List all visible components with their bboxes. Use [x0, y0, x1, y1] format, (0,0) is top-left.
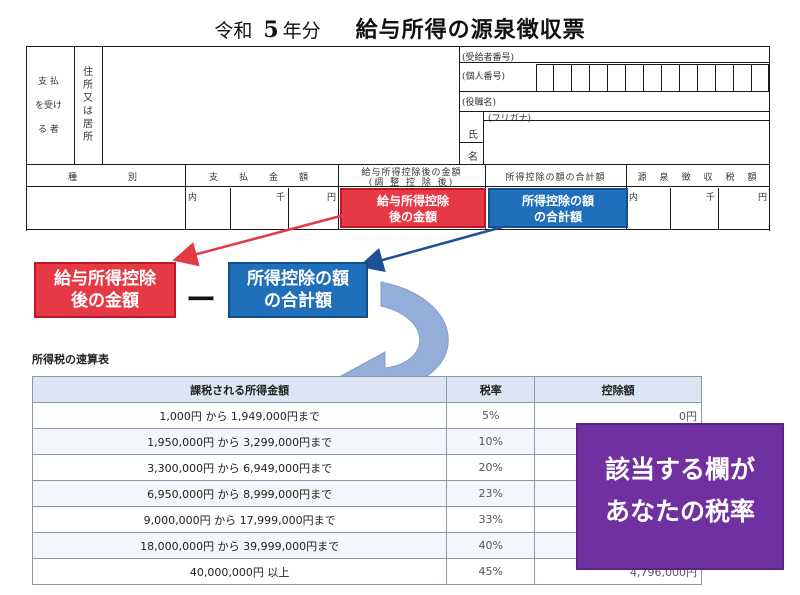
callout-total-deduction-big: 所得控除の額 の合計額: [228, 262, 368, 318]
rate-cell: 45%: [446, 558, 536, 585]
header-tax-rate: 税率: [446, 376, 536, 403]
callout-total-deduction-small: 所得控除の額 の合計額: [488, 188, 628, 228]
callout-text-line: 後の金額: [388, 210, 437, 224]
income-cell: 9,000,000円 から 17,999,000円まで: [31, 506, 448, 533]
payer-label-3: る 者: [38, 125, 59, 135]
title-era: 令和: [214, 20, 253, 42]
title-year-suffix: 年分: [282, 20, 321, 42]
rate-cell: 33%: [446, 506, 536, 533]
header-withholding: 源 泉 徴 収 税 額: [637, 173, 759, 183]
callout-after-deduction-small: 給与所得控除 後の金額: [340, 188, 486, 228]
header-after-deduction: 給与所得控除後の金額: [361, 168, 462, 178]
rate-cell: 40%: [446, 532, 536, 559]
callout-text-line: あなたの税率: [604, 497, 755, 526]
unit-thousand: 千: [276, 193, 286, 203]
income-cell: 3,300,000円 から 6,949,000円まで: [31, 454, 448, 481]
unit-thousand-2: 千: [706, 193, 716, 203]
payer-label-2: を受け: [35, 101, 63, 111]
income-cell: 1,950,000円 から 3,299,000円まで: [31, 428, 448, 455]
rate-table-caption: 所得税の速算表: [32, 353, 109, 366]
rate-cell: 20%: [446, 454, 536, 481]
unit-yen: 円: [327, 193, 337, 203]
title-main: 給与所得の源泉徴収票: [355, 17, 586, 43]
rate-cell: 5%: [446, 402, 536, 429]
payer-label-1: 支 払: [38, 77, 59, 87]
name-label-2: 名: [468, 152, 478, 163]
callout-text-line: の合計額: [533, 210, 582, 224]
unit-yen-2: 円: [758, 193, 768, 203]
recipient-no-label: (受給者番号): [462, 53, 515, 63]
unit-inner: 内: [188, 193, 198, 203]
header-adjusted: (調 整 控 除 後): [368, 178, 455, 188]
header-deduction: 控除額: [534, 376, 702, 403]
rate-cell: 23%: [446, 480, 536, 507]
blue-arrow-icon: [358, 224, 507, 273]
red-arrow-icon: [172, 212, 349, 267]
address-label: 住所又は居所: [83, 67, 93, 143]
name-label-1: 氏: [468, 130, 478, 141]
callout-text-line: 後の金額: [71, 291, 139, 311]
title-year: 5: [263, 17, 279, 43]
header-taxable-income: 課税される所得金額: [31, 376, 448, 403]
income-cell: 6,950,000円 から 8,999,000円まで: [31, 480, 448, 507]
personal-no-label: (個人番号): [462, 72, 506, 82]
income-cell: 18,000,000円 から 39,999,000円まで: [31, 532, 448, 559]
header-payment: 支 払 金 額: [208, 173, 314, 183]
table-header-row: 課税される所得金額 税率 控除額: [31, 376, 702, 403]
callout-text-line: 給与所得控除: [376, 194, 449, 208]
callout-text-line: 該当する欄が: [604, 455, 755, 484]
rate-table: 課税される所得金額 税率 控除額 1,000円 から 1,949,000円まで …: [31, 376, 702, 585]
table-row: 40,000,000円 以上 45% 4,796,000円: [31, 558, 702, 585]
callout-your-tax-rate: 該当する欄が あなたの税率: [576, 423, 784, 570]
header-type: 種 別: [67, 173, 143, 183]
callout-text-line: 給与所得控除: [54, 269, 156, 289]
callout-after-deduction-big: 給与所得控除 後の金額: [34, 262, 176, 318]
rate-cell: 10%: [446, 428, 536, 455]
minus-sign: ー: [186, 283, 216, 318]
callout-text-line: 所得控除の額: [247, 269, 349, 289]
callout-text-line: の合計額: [264, 291, 332, 311]
furigana-label: (フリガナ): [488, 114, 532, 124]
unit-inner-2: 内: [629, 193, 639, 203]
income-cell: 1,000円 から 1,949,000円まで: [31, 402, 448, 429]
income-cell: 40,000,000円 以上: [31, 558, 448, 585]
callout-text-line: 所得控除の額: [521, 194, 594, 208]
position-label: (役職名): [462, 98, 497, 108]
header-total-deduction: 所得控除の額の合計額: [505, 173, 606, 183]
